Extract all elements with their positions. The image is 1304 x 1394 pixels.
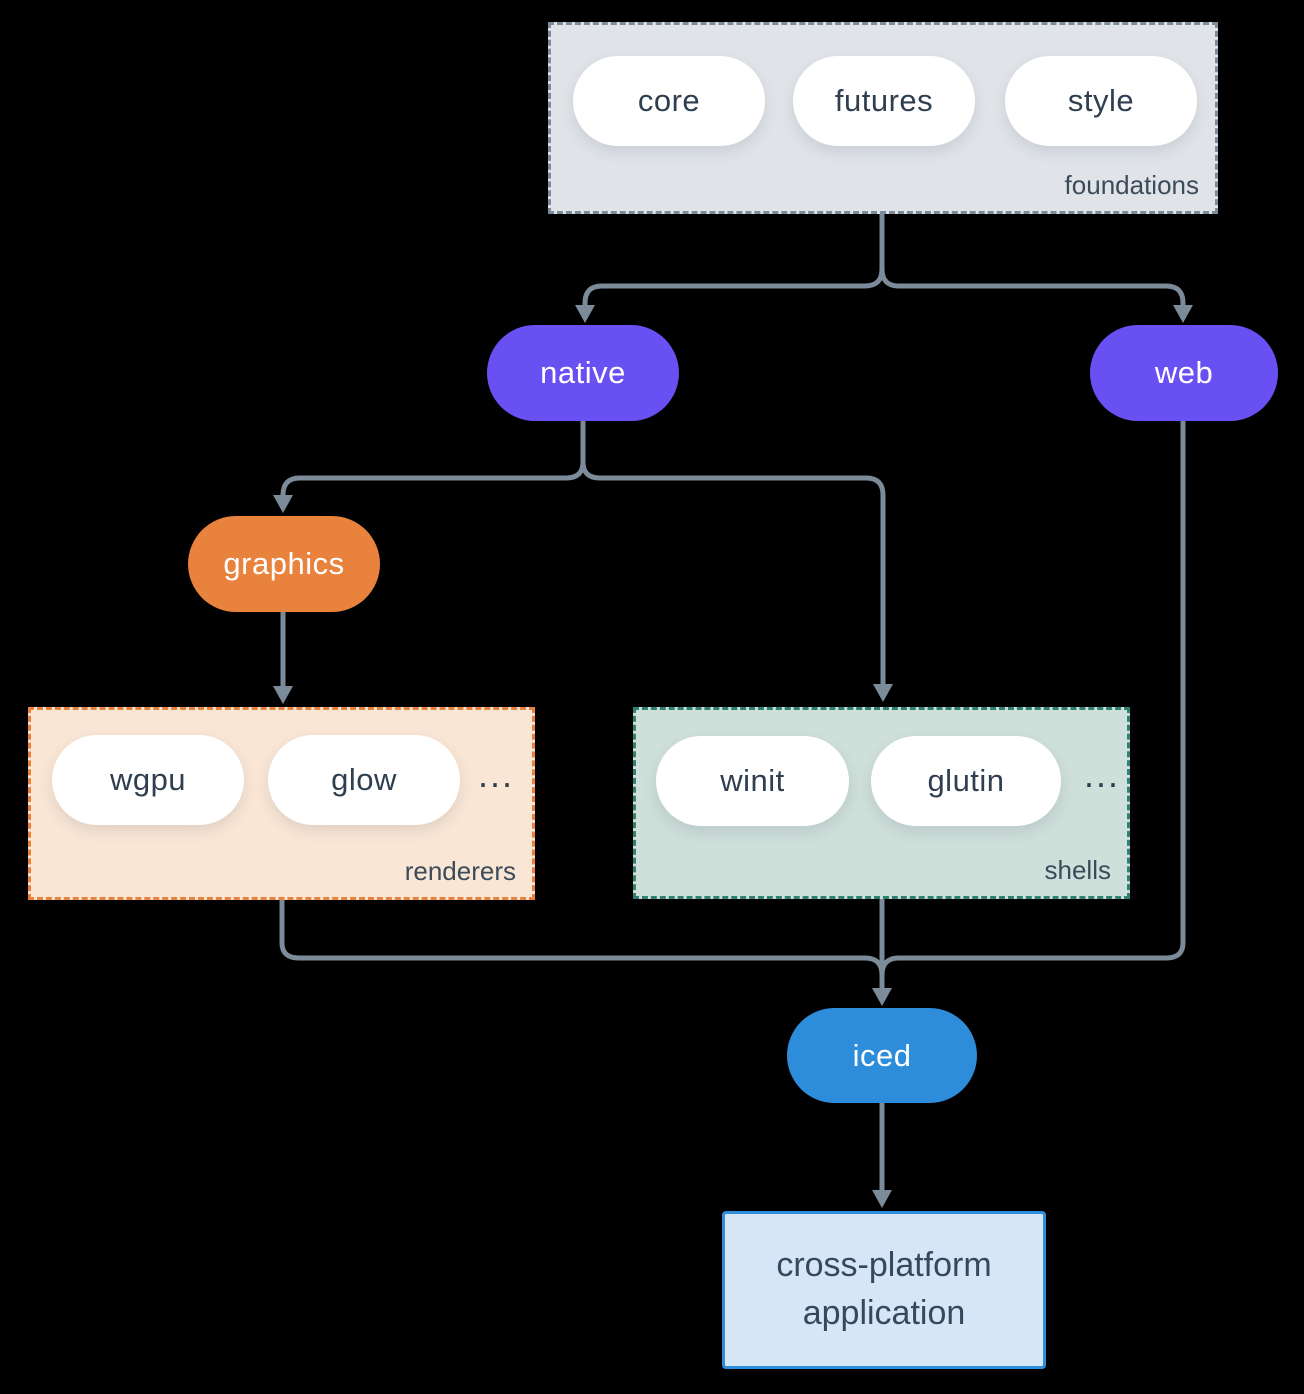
renderers-ellipsis: ... — [478, 754, 515, 795]
arrow-native-to-graphics — [280, 421, 586, 500]
node-wgpu: wgpu — [52, 735, 244, 825]
arrowhead-graphics — [273, 495, 293, 513]
node-core: core — [573, 56, 765, 146]
renderers-label: renderers — [404, 856, 516, 886]
node-native: native — [487, 325, 679, 421]
node-style: style — [1005, 56, 1197, 146]
shells-group: winit glutin ... shells — [633, 707, 1130, 899]
arrowhead-web — [1173, 305, 1193, 323]
node-glutin: glutin — [871, 736, 1061, 826]
node-glow: glow — [268, 735, 460, 825]
arrow-renderers-to-iced — [279, 900, 885, 976]
arrowhead-iced — [872, 988, 892, 1006]
shells-label: shells — [1044, 855, 1111, 885]
application-label-line2: application — [802, 1294, 966, 1332]
application-box: cross-platform application — [722, 1211, 1046, 1369]
arrowhead-application — [872, 1190, 892, 1208]
node-web: web — [1090, 325, 1278, 421]
node-winit: winit — [656, 736, 849, 826]
node-iced: iced — [787, 1008, 977, 1103]
renderers-group: wgpu glow ... renderers — [28, 707, 535, 900]
foundations-label: foundations — [1064, 170, 1199, 200]
application-label-line1: cross-platform — [776, 1246, 992, 1285]
arrowhead-native — [575, 305, 595, 323]
arrowhead-shells — [873, 684, 893, 702]
arrow-foundations-to-web — [879, 268, 1186, 309]
arrow-native-to-shells — [580, 461, 886, 688]
arrow-foundations-to-native — [582, 214, 885, 309]
node-futures: futures — [793, 56, 975, 146]
arrowhead-renderers — [273, 686, 293, 704]
shells-ellipsis: ... — [1084, 754, 1121, 795]
node-graphics: graphics — [188, 516, 380, 612]
foundations-group: core futures style foundations — [548, 22, 1218, 214]
